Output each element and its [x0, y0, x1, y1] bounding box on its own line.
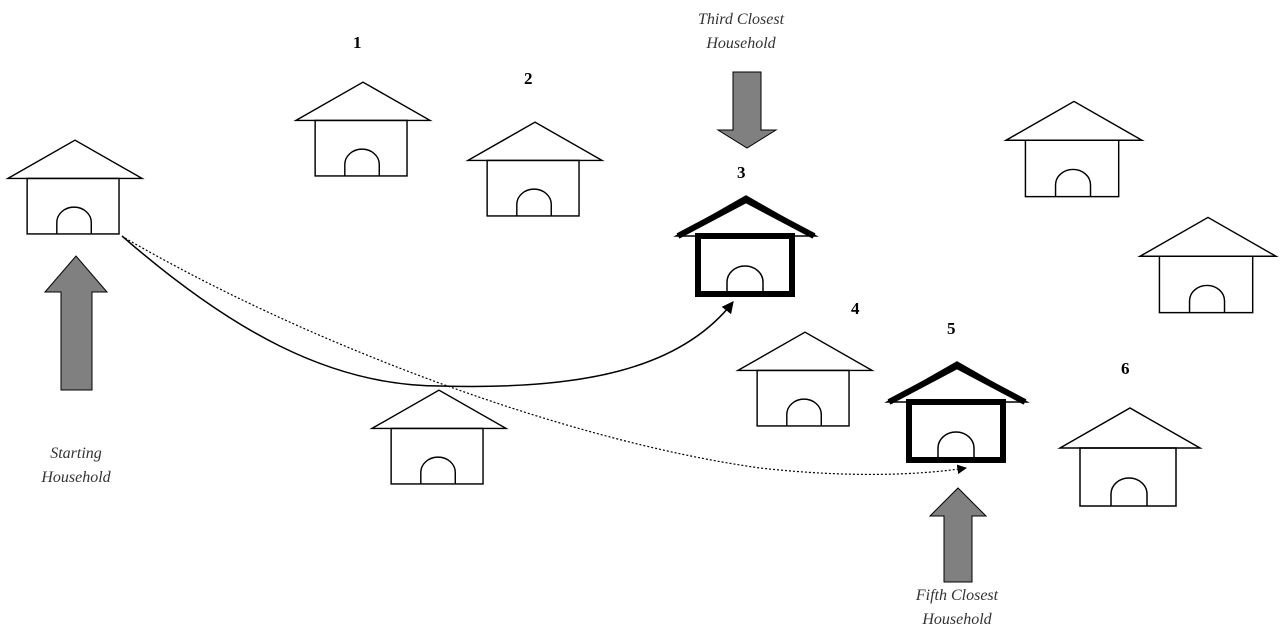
household-3: [676, 196, 816, 294]
starting-household: [7, 139, 143, 235]
third-closest-caption-line-2: Household: [705, 35, 776, 52]
household-4-label: 4: [851, 299, 860, 318]
household-5-label: 5: [947, 319, 956, 338]
household-5: [887, 362, 1027, 460]
third-closest-pointer-arrow: [716, 71, 778, 149]
third-closest-caption-line-1: Third Closest: [698, 11, 785, 28]
path-to-household-3: [121, 235, 734, 388]
household-6-label: 6: [1121, 359, 1130, 378]
household-2-label: 2: [524, 69, 533, 88]
path-to-household-5: [124, 237, 967, 476]
household-1-label: 1: [353, 33, 362, 52]
fifth-closest-caption-line-1: Fifth Closest: [915, 587, 999, 604]
starting-household-caption-line-2: Household: [40, 469, 111, 486]
household-unlabeled-c: [371, 389, 507, 485]
household-unlabeled-a: [1005, 100, 1143, 198]
fifth-closest-pointer-arrow: [928, 487, 988, 583]
starting-household-caption-line-1: Starting: [50, 445, 102, 462]
starting-household-pointer-arrow: [43, 255, 109, 391]
household-1: [295, 81, 431, 177]
household-2: [467, 121, 603, 217]
household-6: [1059, 407, 1201, 507]
fifth-closest-caption-line-2: Household: [921, 611, 992, 628]
household-4: [737, 331, 873, 427]
household-unlabeled-b: [1139, 216, 1277, 314]
household-3-label: 3: [737, 163, 746, 182]
